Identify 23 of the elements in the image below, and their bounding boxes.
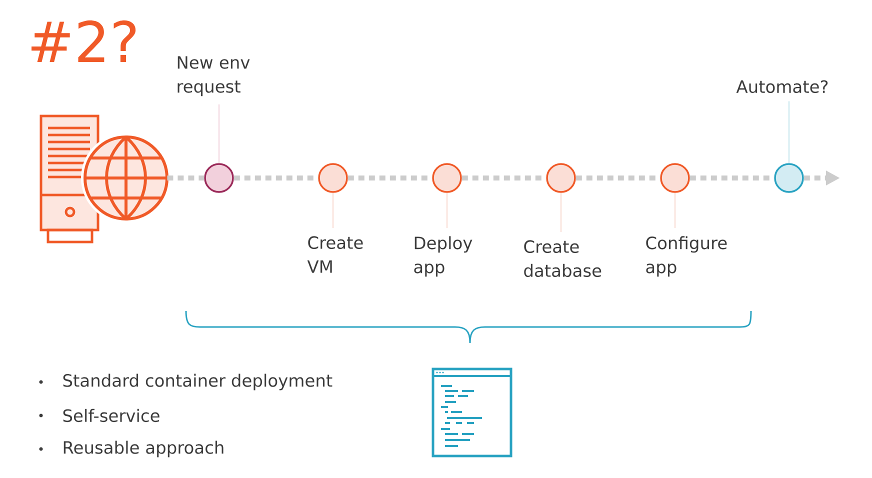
bullet-item: Reusable approach [39,440,224,458]
bullet-item: Self-service [39,408,160,422]
leader-line [446,192,448,228]
leader-line [674,192,676,228]
server-globe-drawing [40,114,171,244]
step-label: Create VM [307,236,363,273]
title: #2? [32,20,136,62]
step-label: Configure app [646,236,727,277]
step-circle [432,163,462,193]
step-circle [318,163,348,193]
step-label: New env request [178,56,250,96]
step-label: Automate? [736,80,828,94]
step-circle [204,163,234,193]
step-label: Create database [524,240,602,278]
leader-line [788,100,790,164]
leader-line [560,192,562,232]
bullet-item: Standard container deployment [39,374,332,390]
step-label: Deploy app [414,236,472,277]
leader-line [218,104,220,164]
step-circle [546,163,576,193]
leader-line [332,192,334,228]
step-circle [660,163,690,193]
step-circle [774,163,804,193]
